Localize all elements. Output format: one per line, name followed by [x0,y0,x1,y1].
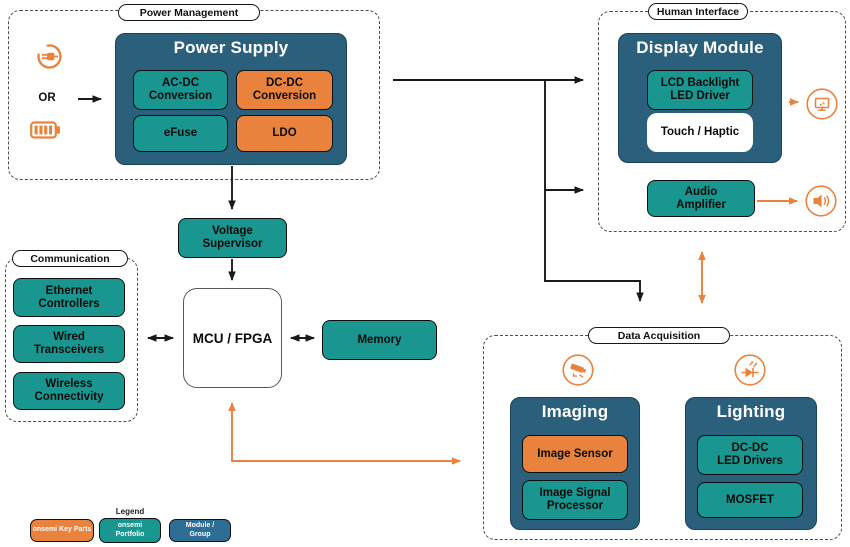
mosfet-block: MOSFET [697,482,803,518]
power-management-label: Power Management [118,4,260,21]
audio-amplifier-block: Audio Amplifier [647,180,755,217]
data-acquisition-label: Data Acquisition [588,327,730,344]
speaker-icon [805,185,837,222]
legend-key-parts: onsemi Key Parts [30,519,94,542]
ac-plug-icon [36,43,63,75]
or-label: OR [38,92,56,104]
efuse-block: eFuse [133,115,228,152]
communication-label: Communication [12,250,128,267]
memory-block: Memory [322,320,437,360]
dcdc-led-drivers-block: DC-DC LED Drivers [697,435,803,475]
legend-module-group: Module / Group [169,519,231,542]
display-module-title: Display Module [636,38,764,57]
ldo-block: LDO [236,115,333,152]
power-supply-title: Power Supply [173,38,289,57]
dc-dc-conversion-block: DC-DC Conversion [236,70,333,110]
camera-icon [562,354,594,391]
wireless-connectivity-block: Wireless Connectivity [13,372,125,410]
voltage-supervisor-block: Voltage Supervisor [178,218,287,258]
led-icon [734,354,766,391]
imaging-title: Imaging [541,402,609,421]
image-sensor-block: Image Sensor [522,435,628,473]
legend-title: Legend [115,507,145,516]
ac-dc-conversion-block: AC-DC Conversion [133,70,228,110]
battery-icon [30,120,61,145]
display-icon [806,88,838,125]
lighting-title: Lighting [716,402,786,421]
touch-haptic-block: Touch / Haptic [647,113,753,152]
image-signal-processor-block: Image Signal Processor [522,480,628,520]
wired-transceivers-block: Wired Transceivers [13,325,125,363]
legend-portfolio: onsemi Portfolio [99,518,161,543]
human-interface-label: Human Interface [648,3,748,20]
mcu-fpga-block: MCU / FPGA [183,288,282,388]
ethernet-controllers-block: Ethernet Controllers [13,278,125,317]
lcd-backlight-block: LCD Backlight LED Driver [647,70,753,110]
